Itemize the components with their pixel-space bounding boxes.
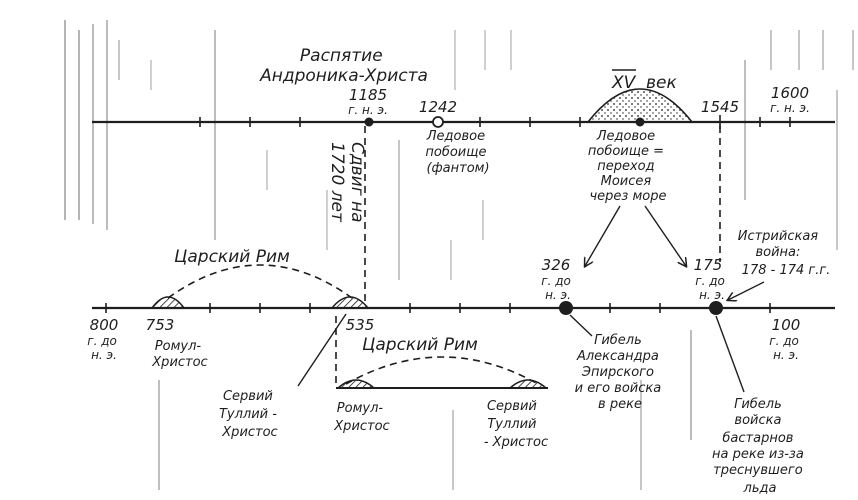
top-axis-ticks bbox=[199, 117, 791, 127]
tsarist-rome-arc-2 bbox=[345, 356, 539, 385]
lower-bracket: Царский Рим Ромул- Христос Сервий Туллий… bbox=[333, 316, 548, 450]
xv-century-dome bbox=[586, 88, 694, 123]
margin-bleed-through bbox=[64, 20, 854, 490]
era-1600: г. н. э. bbox=[770, 101, 810, 115]
dot-xv-century bbox=[635, 117, 645, 127]
crucifixion-label: Распятие Андроника-Христа bbox=[259, 46, 428, 86]
dot-1185 bbox=[364, 117, 374, 127]
alexander-pointer bbox=[569, 314, 593, 337]
year-326: 326 bbox=[542, 256, 571, 274]
year-800: 800 bbox=[90, 316, 119, 334]
year-753: 753 bbox=[146, 316, 175, 334]
era-100: г. до н. э. bbox=[769, 334, 802, 362]
tsarist-rome-label-1: Царский Рим bbox=[174, 247, 290, 267]
dome-753 bbox=[150, 296, 186, 309]
year-535: 535 bbox=[346, 316, 375, 334]
ice-battle-moses-label: Ледовое побоище = переход Моисея через м… bbox=[588, 129, 668, 204]
bastarn-death-label: Гибель войска бастарнов на реке из-за тр… bbox=[712, 397, 808, 496]
top-timeline: Распятие Андроника-Христа 1185 г. н. э. … bbox=[92, 46, 835, 204]
open-dot-1242 bbox=[432, 116, 444, 128]
bottom-timeline: 800 г. до н. э. 753 Ромул- Христос Царск… bbox=[87, 229, 835, 496]
ice-battle-phantom-label: Ледовое побоище (фантом) bbox=[425, 129, 490, 176]
servius-pointer-1 bbox=[297, 313, 347, 387]
arrow-to-175 bbox=[644, 205, 686, 266]
year-175: 175 bbox=[694, 256, 723, 274]
alexander-death-label: Гибель Александра Эпирского и его войска… bbox=[575, 333, 666, 412]
year-1242: 1242 bbox=[419, 98, 457, 116]
romulus-label-2: Ромул- Христос bbox=[333, 401, 389, 434]
servius-label-2: Сервий Туллий - Христос bbox=[484, 399, 548, 450]
istrian-war-arrow bbox=[728, 281, 765, 300]
century-label: век bbox=[646, 73, 677, 93]
tsarist-rome-label-2: Царский Рим bbox=[362, 335, 478, 355]
istrian-war-label: Истрийская война: 178 - 174 г.г. bbox=[738, 229, 831, 278]
year-1545: 1545 bbox=[701, 98, 739, 116]
bastarn-pointer bbox=[715, 315, 745, 393]
year-1600: 1600 bbox=[771, 84, 809, 102]
era-1185: г. н. э. bbox=[348, 103, 388, 117]
era-800: г. до н. э. bbox=[87, 334, 120, 362]
dot-326 bbox=[559, 301, 573, 315]
xv-numeral: XV bbox=[611, 73, 637, 93]
era-326: г. до н. э. bbox=[541, 274, 574, 302]
dot-175 bbox=[709, 301, 723, 315]
dome-romulus-2 bbox=[336, 379, 376, 389]
servius-label-1: Сервий Туллий - Христос bbox=[219, 389, 281, 440]
year-1185: 1185 bbox=[349, 86, 387, 104]
year-100: 100 bbox=[772, 316, 801, 334]
dome-servius-2 bbox=[508, 379, 548, 389]
arrow-to-326 bbox=[585, 205, 621, 266]
era-175: г. до н. э. bbox=[695, 274, 728, 302]
bottom-axis-ticks bbox=[105, 303, 771, 313]
tsarist-rome-arc-1 bbox=[167, 264, 353, 299]
romulus-label-1: Ромул- Христос bbox=[151, 339, 207, 370]
dome-535 bbox=[330, 296, 370, 309]
shift-label: Сдвиг на 1720 лет bbox=[327, 142, 367, 228]
